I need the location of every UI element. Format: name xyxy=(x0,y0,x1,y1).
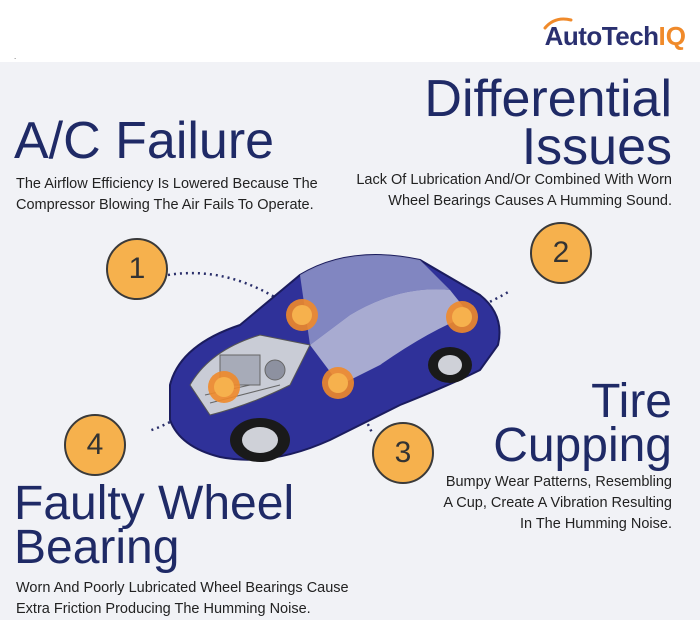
differential-title-line-1: Differential xyxy=(424,70,672,128)
hotspots xyxy=(208,299,478,403)
brand-name: AutoTech xyxy=(544,21,659,51)
differential-title: Differential Issues xyxy=(424,70,672,176)
brand-suffix: IQ xyxy=(658,21,686,51)
tire-line-3: In The Humming Noise. xyxy=(519,516,672,533)
ac-line-2: Compressor Blowing The Air Fails To Oper… xyxy=(16,197,314,214)
tire-cupping-description: Bumpy Wear Patterns, Resembling A Cup, C… xyxy=(392,472,672,535)
wheel-line-2: Extra Friction Producing The Humming Noi… xyxy=(16,601,311,618)
tire-title-line-1: Tire xyxy=(591,375,672,428)
badge-1: 1 xyxy=(106,238,168,300)
tire-cupping-title: Tire Cupping xyxy=(493,375,672,473)
header-bar xyxy=(0,0,700,62)
badge-3: 3 xyxy=(372,422,434,484)
differential-line-1: Lack Of Lubrication And/Or Combined With… xyxy=(356,172,672,188)
ac-line-1: The Airflow Efficiency Is Lowered Becaus… xyxy=(16,176,318,192)
ac-failure-title: A/C Failure xyxy=(14,112,275,170)
wheels xyxy=(230,347,472,462)
tire-line-2: A Cup, Create A Vibration Resulting xyxy=(443,495,672,512)
differential-title-line-2: Issues xyxy=(521,117,672,176)
badge-4: 4 xyxy=(64,414,126,476)
car-illustration xyxy=(150,254,510,462)
car-cabin xyxy=(310,289,470,385)
connector-4 xyxy=(150,392,209,432)
car-roof xyxy=(300,255,450,345)
tire-title-line-2: Cupping xyxy=(493,419,672,473)
faulty-wheel-bearing-description: Worn And Poorly Lubricated Wheel Bearing… xyxy=(16,578,376,620)
differential-line-2: Wheel Bearings Causes A Humming Sound. xyxy=(388,193,672,210)
wheel-title-line-1: Faulty Wheel xyxy=(14,477,295,530)
wheel-line-1: Worn And Poorly Lubricated Wheel Bearing… xyxy=(16,580,349,596)
wheel-title-line-2: Bearing xyxy=(14,521,180,575)
dot-mark: . xyxy=(14,52,17,61)
brand-logo[interactable]: AutoTech IQ xyxy=(543,17,686,52)
ac-failure-description: The Airflow Efficiency Is Lowered Becaus… xyxy=(16,174,346,216)
tire-line-1: Bumpy Wear Patterns, Resembling xyxy=(445,474,672,490)
badge-2: 2 xyxy=(530,222,592,284)
connector-1 xyxy=(167,271,291,309)
swoosh-icon xyxy=(543,17,573,30)
differential-description: Lack Of Lubrication And/Or Combined With… xyxy=(312,170,672,212)
faulty-wheel-bearing-title: Faulty Wheel Bearing xyxy=(14,477,295,575)
